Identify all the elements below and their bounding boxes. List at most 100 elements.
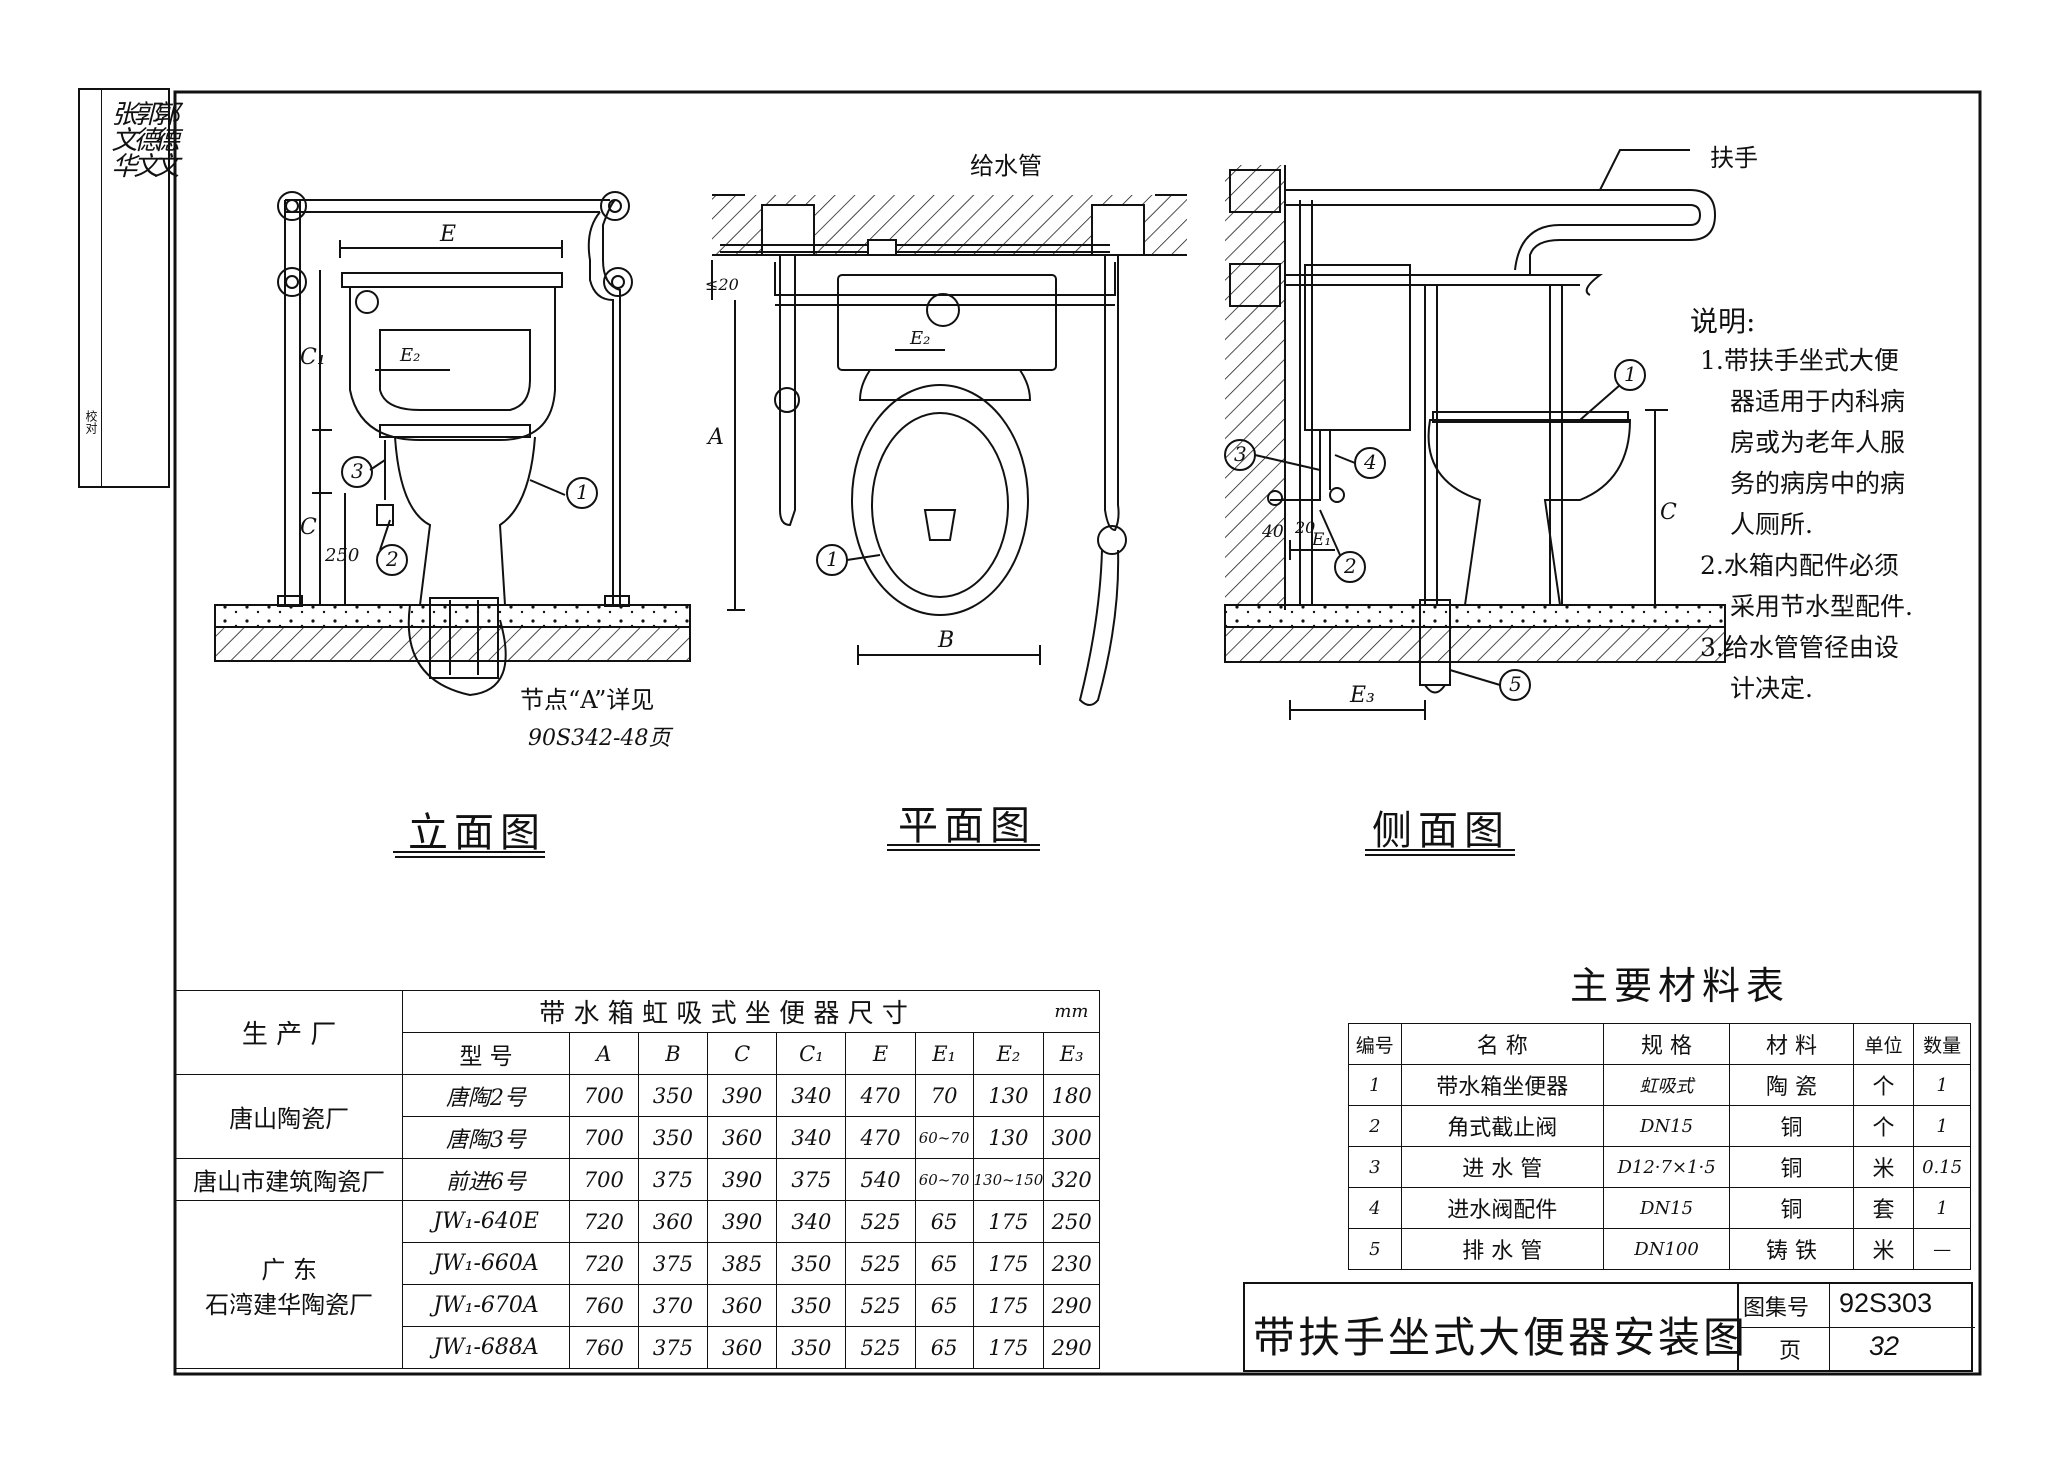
dim-40-label: 40 bbox=[1262, 522, 1284, 542]
dim-cell: 65 bbox=[914, 1200, 974, 1243]
dim-cell: 540 bbox=[845, 1158, 916, 1201]
dim-cell: 175 bbox=[972, 1326, 1045, 1369]
material-cell: 进水阀配件 bbox=[1400, 1187, 1604, 1229]
elevation-view bbox=[214, 191, 691, 697]
title-block-grid: 图集号 92S303 页 32 bbox=[1737, 1284, 1975, 1370]
dim-cell: 360 bbox=[707, 1116, 778, 1159]
dim-cell: 350 bbox=[776, 1284, 847, 1327]
side-view-title: 侧面图 bbox=[1372, 808, 1510, 854]
dim-cell: 65 bbox=[914, 1284, 974, 1327]
material-cell: 铜 bbox=[1729, 1105, 1854, 1147]
dim-cell: 700 bbox=[568, 1116, 639, 1159]
supply-pipe-label: 给水管 bbox=[970, 152, 1042, 180]
model-cell: JW₁-688A bbox=[402, 1326, 570, 1369]
dim-cell: 60~70 bbox=[914, 1116, 974, 1159]
dim-b-label: B bbox=[938, 628, 955, 653]
mat-col-header: 规 格 bbox=[1602, 1023, 1731, 1065]
material-cell: 铜 bbox=[1729, 1187, 1854, 1229]
dim-cell: 525 bbox=[845, 1284, 916, 1327]
material-table-title: 主要材料表 bbox=[1570, 964, 1791, 1008]
dim-cell: 70 bbox=[914, 1074, 974, 1117]
material-cell: DN15 bbox=[1602, 1187, 1731, 1229]
atlas-label: 图集号 bbox=[1743, 1296, 1810, 1321]
dim-c1-label: C₁ bbox=[300, 345, 326, 370]
material-cell: 1 bbox=[1913, 1105, 1971, 1147]
dim-cell: 230 bbox=[1043, 1242, 1100, 1285]
model-cell: 唐陶3号 bbox=[402, 1116, 570, 1159]
mat-col-header: 名 称 bbox=[1400, 1023, 1604, 1065]
callout-1-plan: 1 bbox=[826, 547, 839, 571]
dim-cell: 320 bbox=[1043, 1158, 1100, 1201]
model-header: 型 号 bbox=[402, 1032, 570, 1075]
note-line: 3.给水管管径由设 bbox=[1700, 633, 1899, 662]
dim-cell: 720 bbox=[568, 1242, 639, 1285]
dim-cell: 525 bbox=[845, 1326, 916, 1369]
notes-heading: 说明: bbox=[1690, 305, 1756, 338]
dim-cell: 525 bbox=[845, 1200, 916, 1243]
material-cell: D12·7×1·5 bbox=[1602, 1146, 1731, 1188]
dim-cell: 375 bbox=[637, 1158, 709, 1201]
material-cell: 角式截止阀 bbox=[1400, 1105, 1604, 1147]
material-cell: 2 bbox=[1348, 1105, 1402, 1147]
dim-e2-label: E₂ bbox=[400, 345, 421, 366]
signature-strip: 校对 设计 张文华 郭德文 郭德文 bbox=[78, 88, 179, 488]
dim-cell: 375 bbox=[637, 1326, 709, 1369]
material-cell: 4 bbox=[1348, 1187, 1402, 1229]
model-cell: JW₁-660A bbox=[402, 1242, 570, 1285]
dim-cell: 375 bbox=[776, 1158, 847, 1201]
col-header: C₁ bbox=[776, 1032, 847, 1075]
maker-cell: 唐山陶瓷厂 bbox=[174, 1074, 404, 1159]
drawing-title: 带扶手坐式大便器安装图 bbox=[1253, 1313, 1749, 1362]
notes-block: 说明: 1.带扶手坐式大便 器适用于内科病 房或为老年人服 务的病房中的病 人厕… bbox=[1690, 300, 1960, 709]
dim-cell: 130~150 bbox=[972, 1158, 1045, 1201]
header-row: 型 号 A B C C₁ E E₁ E₂ E₃ bbox=[176, 1032, 1100, 1075]
material-cell: 个 bbox=[1852, 1105, 1915, 1147]
name-proofreader: 张文华 bbox=[107, 100, 137, 178]
dim-cell: 700 bbox=[568, 1074, 639, 1117]
material-cell: 5 bbox=[1348, 1228, 1402, 1270]
col-header: A bbox=[568, 1032, 639, 1075]
dim-cell: 130 bbox=[972, 1116, 1045, 1159]
col-header: E₁ bbox=[914, 1032, 974, 1075]
dimension-table: 生 产 厂 带 水 箱 虹 吸 式 坐 便 器 尺 寸 mm 型 号 A B C… bbox=[174, 990, 1100, 1369]
callout-1-side: 1 bbox=[1624, 362, 1637, 386]
dim-cell: 385 bbox=[707, 1242, 778, 1285]
page-label: 页 bbox=[1779, 1339, 1802, 1364]
note-line: 1.带扶手坐式大便 bbox=[1700, 346, 1899, 375]
dim-a-label: A bbox=[708, 425, 724, 450]
dim-cell: 65 bbox=[914, 1242, 974, 1285]
title-block: 带扶手坐式大便器安装图 图集号 92S303 页 32 bbox=[1243, 1282, 1975, 1372]
dim-cell: 175 bbox=[972, 1242, 1045, 1285]
callout-5-side: 5 bbox=[1509, 672, 1522, 696]
model-cell: 唐陶2号 bbox=[402, 1074, 570, 1117]
col-header: E₃ bbox=[1043, 1032, 1100, 1075]
col-header: E bbox=[845, 1032, 916, 1075]
material-header-row: 编号 名 称 规 格 材 料 单位 数量 bbox=[1348, 1023, 1971, 1065]
dim-cell: 250 bbox=[1043, 1200, 1100, 1243]
dim-cell: 130 bbox=[972, 1074, 1045, 1117]
dim-cell: 370 bbox=[637, 1284, 709, 1327]
dim-cell: 525 bbox=[845, 1242, 916, 1285]
dim-cell: 340 bbox=[776, 1116, 847, 1159]
model-cell: JW₁-670A bbox=[402, 1284, 570, 1327]
dim-20b-label: 20 bbox=[1295, 518, 1316, 537]
dim-cell: 65 bbox=[914, 1326, 974, 1369]
material-cell: 0.15 bbox=[1913, 1146, 1971, 1188]
callout-2-side: 2 bbox=[1344, 554, 1357, 578]
callout-4-side: 4 bbox=[1364, 450, 1377, 474]
callout-3-side: 3 bbox=[1234, 442, 1247, 466]
dim-cell: 700 bbox=[568, 1158, 639, 1201]
unit-label: mm bbox=[1043, 990, 1100, 1033]
mat-col-header: 单位 bbox=[1852, 1023, 1915, 1065]
material-cell: 个 bbox=[1852, 1064, 1915, 1106]
dim-cell: 390 bbox=[707, 1200, 778, 1243]
note-line: 房或为老年人服 bbox=[1730, 428, 1906, 457]
material-cell: — bbox=[1913, 1228, 1971, 1270]
